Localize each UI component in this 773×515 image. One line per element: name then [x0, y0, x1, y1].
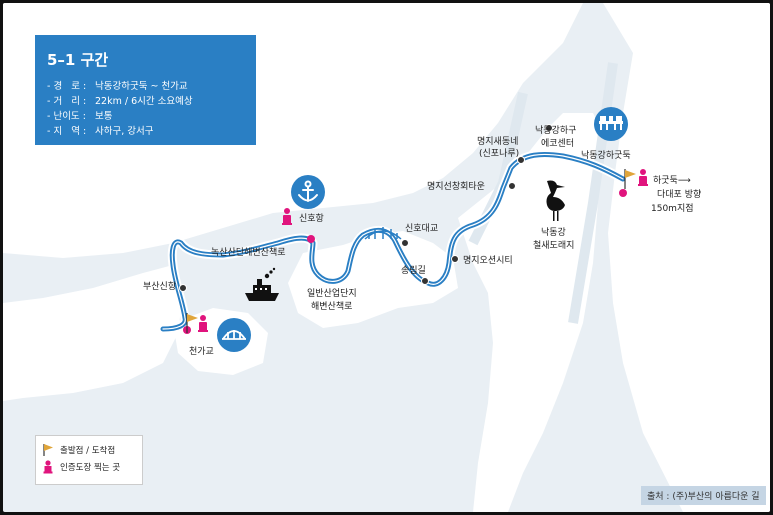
waypoint-myeongji-2 — [517, 156, 525, 164]
waypoint-myeongji-ocean — [451, 255, 459, 263]
info-key: - 거 리 : — [47, 96, 87, 107]
bridge-arcs — [364, 227, 402, 240]
stamp-point-sinho — [307, 235, 315, 243]
ship-icon — [245, 267, 279, 301]
legend-row-stamp: 인증도장 찍는 곳 — [42, 460, 136, 474]
map-legend: 출발점 / 도착점 인증도장 찍는 곳 — [35, 435, 143, 485]
info-key: - 지 역 : — [47, 126, 87, 137]
section-info-box: 5–1 구간 - 경 로 : 낙동강하굿둑 ~ 천가교 - 거 리 : 22km… — [35, 35, 256, 145]
label-ilban-1: 일반산업단지 — [307, 289, 357, 299]
map-frame: 하굿둑⟶ 다대포 방향 150m지점 낙동강하굿둑 낙동강하구 에코센터 명지새… — [3, 3, 770, 512]
bridge-icon — [217, 318, 251, 352]
waypoint-sinho-bridge — [401, 239, 409, 247]
section-title: 5–1 구간 — [47, 51, 109, 69]
stamp-point-hagutduk — [619, 189, 627, 197]
info-key: - 난이도 : — [47, 111, 86, 122]
anchor-icon — [291, 175, 325, 209]
info-row-difficulty: - 난이도 : 보통 — [47, 109, 244, 124]
label-myeongji-fish-town: 명지선창회타운 — [427, 182, 485, 192]
info-value: 22km / 6시간 소요예상 — [95, 96, 193, 107]
waypoint-songrim — [421, 277, 429, 285]
label-ilban-2: 해변산책로 — [311, 302, 353, 312]
walking-route — [158, 150, 628, 334]
waypoint-eco-center — [545, 124, 553, 132]
legend-row-start-end: 출발점 / 도착점 — [42, 443, 136, 457]
info-value: 보통 — [95, 111, 113, 122]
info-value: 사하구, 강서구 — [95, 126, 154, 137]
pier-icon — [594, 107, 628, 141]
label-noksan: 녹산산단해변산책로 — [211, 248, 286, 258]
info-row-route: - 경 로 : 낙동강하굿둑 ~ 천가교 — [47, 79, 244, 94]
label-songrim: 송림길 — [401, 266, 426, 276]
waypoints — [179, 124, 553, 292]
label-eco-center-2: 에코센터 — [541, 139, 575, 149]
label-nakdong-hagutduk: 낙동강하굿둑 — [581, 151, 631, 161]
label-busan-new-port: 부산신항 — [143, 282, 177, 292]
label-cheonga: 천가교 — [189, 347, 214, 357]
stamp-points — [183, 189, 627, 334]
source-credit: 출처 : (주)부산의 아름다운 길 — [641, 486, 766, 505]
label-myeongji-1: 명지새동네 — [477, 137, 519, 147]
info-value: 낙동강하굿둑 ~ 천가교 — [95, 81, 188, 92]
flag-icon — [186, 169, 636, 333]
heron-icon — [546, 180, 565, 221]
waypoint-busan-new-port — [179, 284, 187, 292]
label-myeongji-ocean-city: 명지오션시티 — [463, 256, 513, 266]
flag-icon — [43, 444, 53, 456]
label-hagutduk-direction-2: 다대포 방향 — [657, 190, 702, 200]
label-hagutduk-direction-3: 150m지점 — [651, 204, 694, 214]
info-row-region: - 지 역 : 사하구, 강서구 — [47, 124, 244, 139]
waypoint-myeongji — [508, 182, 516, 190]
label-sinho-bridge: 신호대교 — [405, 224, 439, 234]
label-hagutduk-direction-1: 하굿둑⟶ — [653, 176, 691, 186]
legend-label: 인증도장 찍는 곳 — [60, 463, 121, 473]
label-bird-sanctuary-2: 철새도래지 — [533, 241, 575, 251]
stamp-icon — [198, 169, 648, 332]
label-myeongji-2: (신포나루) — [479, 149, 520, 159]
info-row-distance: - 거 리 : 22km / 6시간 소요예상 — [47, 94, 244, 109]
label-eco-center-1: 낙동강하구 — [535, 126, 577, 136]
label-bird-sanctuary-1: 낙동강 — [541, 228, 566, 238]
info-key: - 경 로 : — [47, 81, 87, 92]
legend-label: 출발점 / 도착점 — [60, 446, 116, 456]
stamp-icon — [43, 460, 53, 474]
label-sinho-port: 신호항 — [299, 214, 324, 224]
